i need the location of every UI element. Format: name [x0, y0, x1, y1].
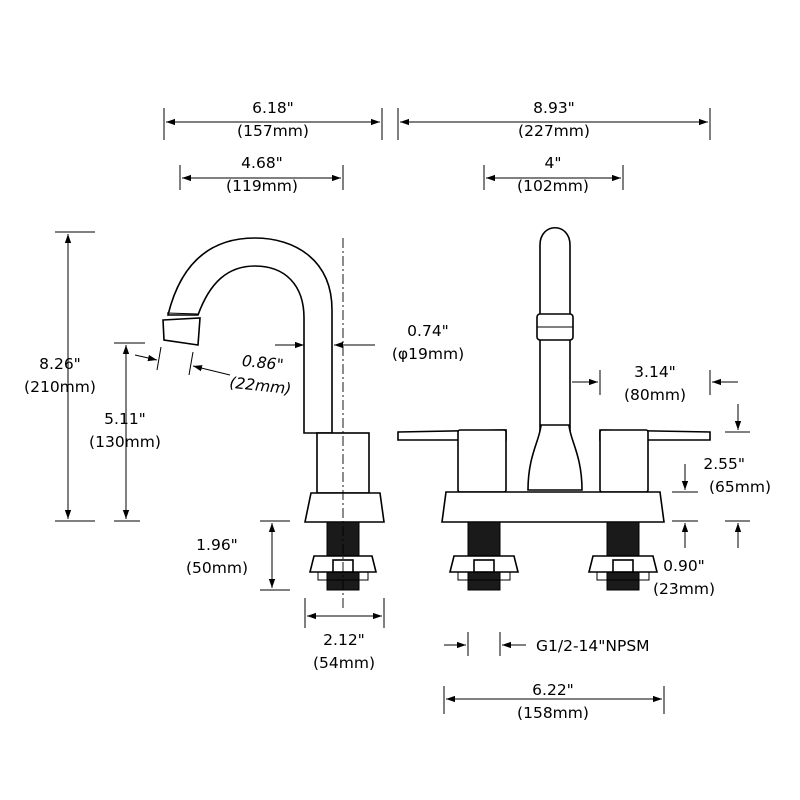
- dim-total-height-mm: (210mm): [24, 378, 96, 396]
- dim-shank-length-inch: 1.96": [196, 536, 238, 554]
- dim-base-depth-mm: (54mm): [313, 654, 375, 672]
- dim-nut-height-mm: (23mm): [653, 580, 715, 598]
- dim-spout-diameter-inch: 0.74": [407, 322, 449, 340]
- dim-spout-diameter-mm: (φ19mm): [392, 345, 464, 363]
- side-spout: [166, 237, 333, 434]
- front-spout-base: [527, 424, 583, 491]
- dim-spout-height-inch: 5.11": [104, 410, 146, 428]
- dim-reach-inch: 4.68": [241, 154, 283, 172]
- dim-nut-height-inch: 0.90": [663, 557, 705, 575]
- dim-front-width-inch: 8.93": [533, 99, 575, 117]
- dim-handle-height-mm: (80mm): [624, 386, 686, 404]
- dim-aerator-mm: (22mm): [229, 374, 293, 398]
- side-aerator: [162, 317, 201, 346]
- dim-spout-height-mm: (130mm): [89, 433, 161, 451]
- dim-centers-mm: (102mm): [517, 177, 589, 195]
- front-view-faucet: [397, 227, 711, 591]
- dim-reach-mm: (119mm): [226, 177, 298, 195]
- front-deck-plate: [441, 491, 665, 523]
- dim-base-depth-inch: 2.12": [323, 631, 365, 649]
- front-right-handle-body: [599, 429, 649, 493]
- front-left-handle-body: [457, 429, 507, 493]
- dim-handle-height-inch: 3.14": [634, 363, 676, 381]
- side-base: [304, 492, 385, 523]
- dim-front-width-mm: (227mm): [518, 122, 590, 140]
- dim-side-width-mm: (157mm): [237, 122, 309, 140]
- side-view-faucet: [162, 237, 385, 608]
- dimension-labels: 6.18" (157mm) 4.68" (119mm) 8.93" (227mm…: [24, 99, 771, 722]
- dim-centers-inch: 4": [545, 154, 562, 172]
- dim-deck-height-mm: (65mm): [709, 478, 771, 496]
- dim-aerator-inch: 0.86": [241, 352, 284, 374]
- dim-deck-height-inch: 2.55": [703, 455, 745, 473]
- thread-spec-label: G1/2-14"NPSM: [536, 637, 650, 655]
- dim-base-width-mm: (158mm): [517, 704, 589, 722]
- dim-shank-length-mm: (50mm): [186, 559, 248, 577]
- dim-base-width-inch: 6.22": [532, 681, 574, 699]
- dimension-lines: [55, 108, 750, 714]
- dim-total-height-inch: 8.26": [39, 355, 81, 373]
- dim-side-width-inch: 6.18": [252, 99, 294, 117]
